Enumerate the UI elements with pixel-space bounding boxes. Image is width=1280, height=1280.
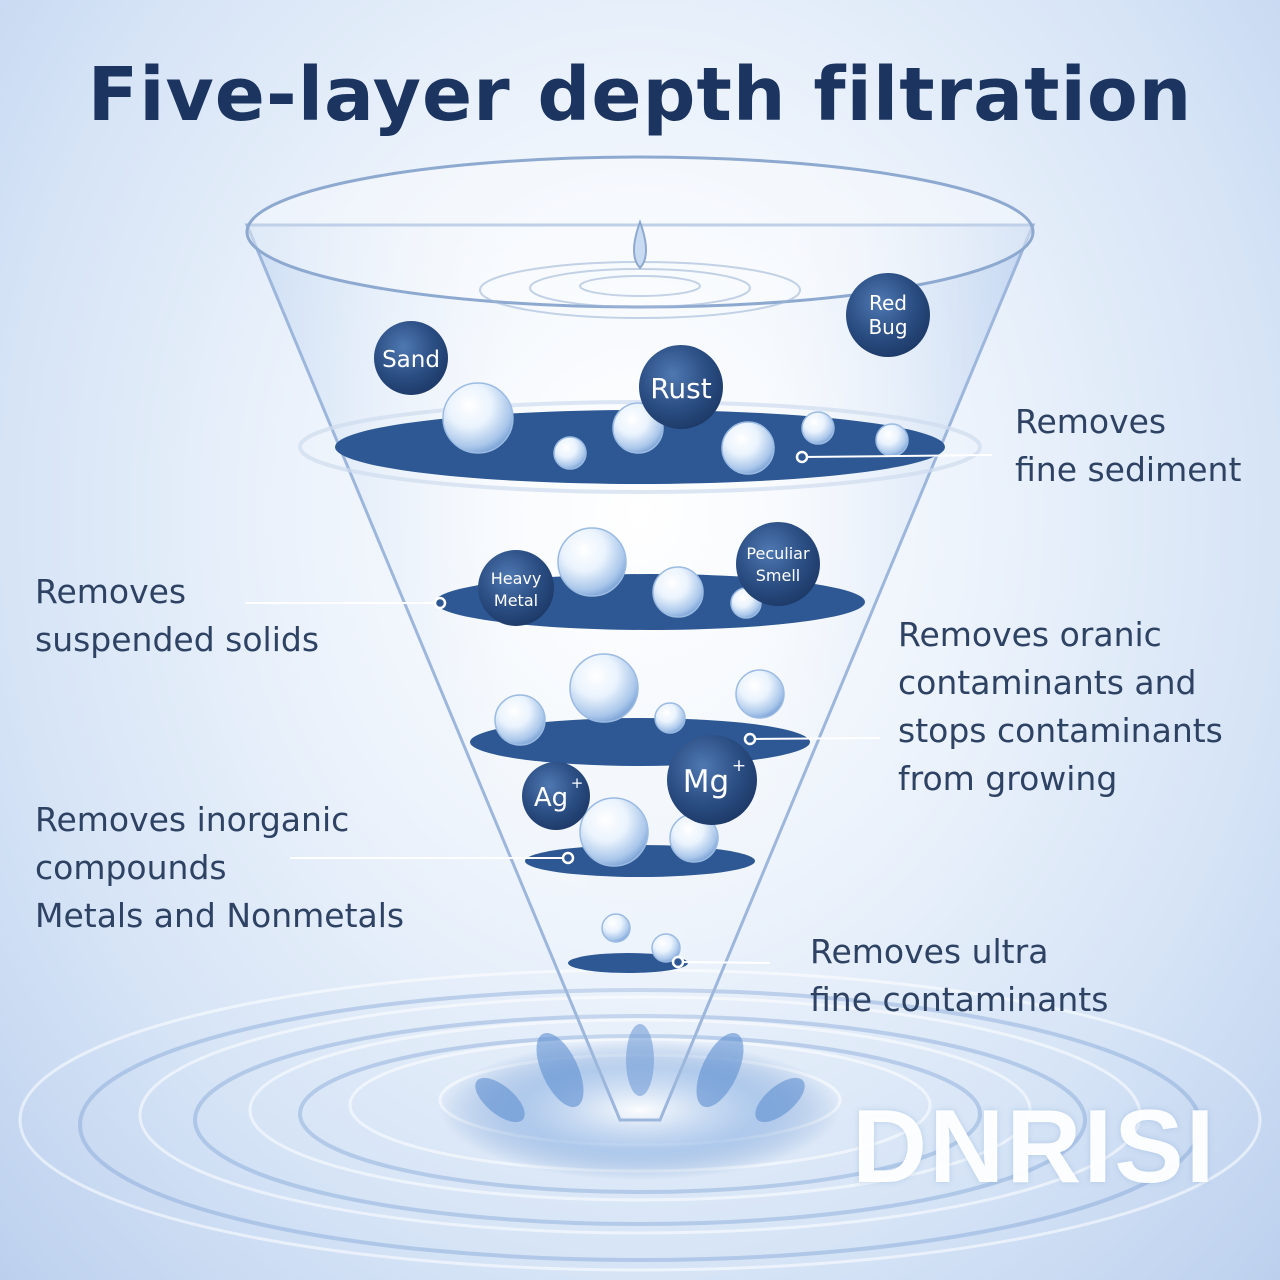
mg-ball [667,735,757,825]
water-drop [633,219,647,270]
peculiar-smell-ball [736,522,820,606]
contaminant-balls [374,273,930,830]
ag-charge: + [571,774,584,792]
brand-logo: DNRISI [852,1089,1217,1205]
mg-charge: + [732,756,746,776]
layer-4-description: Removes inorganic compounds Metals and N… [35,800,405,935]
heavy-metal-label-line-2: Metal [494,591,538,610]
mg-label: Mg [683,764,729,800]
ag-label: Ag [534,783,568,813]
red-bug-ball [846,273,930,357]
peculiar-smell-label-line-2: Smell [756,566,800,585]
leader-dots [433,450,809,969]
red-bug-label-line-1: Red [869,291,907,315]
layer-5-description: Removes ultra fine contaminants [810,932,1109,1019]
rust-label: Rust [650,372,712,405]
peculiar-smell-label-line-1: Peculiar [746,544,810,563]
sand-label: Sand [382,347,440,373]
contaminant-labels: Sand Rust Red Bug Heavy Metal Peculiar S… [382,291,907,813]
sand-ball [374,321,448,395]
ag-ball [522,762,590,830]
layer-3-description: Removes oranic contaminants and stops co… [898,615,1223,798]
layer-2-description: Removes suspended solids [35,572,320,659]
heavy-metal-ball [478,550,554,626]
rust-ball [639,345,723,429]
red-bug-label-line-2: Bug [868,315,907,339]
leader-lines [245,454,993,964]
water-bubbles [442,382,909,963]
page-title: Five-layer depth filtration [87,52,1193,138]
layer-1-description: Removes fine sediment [1015,402,1242,489]
heavy-metal-label-line-1: Heavy [491,569,542,588]
